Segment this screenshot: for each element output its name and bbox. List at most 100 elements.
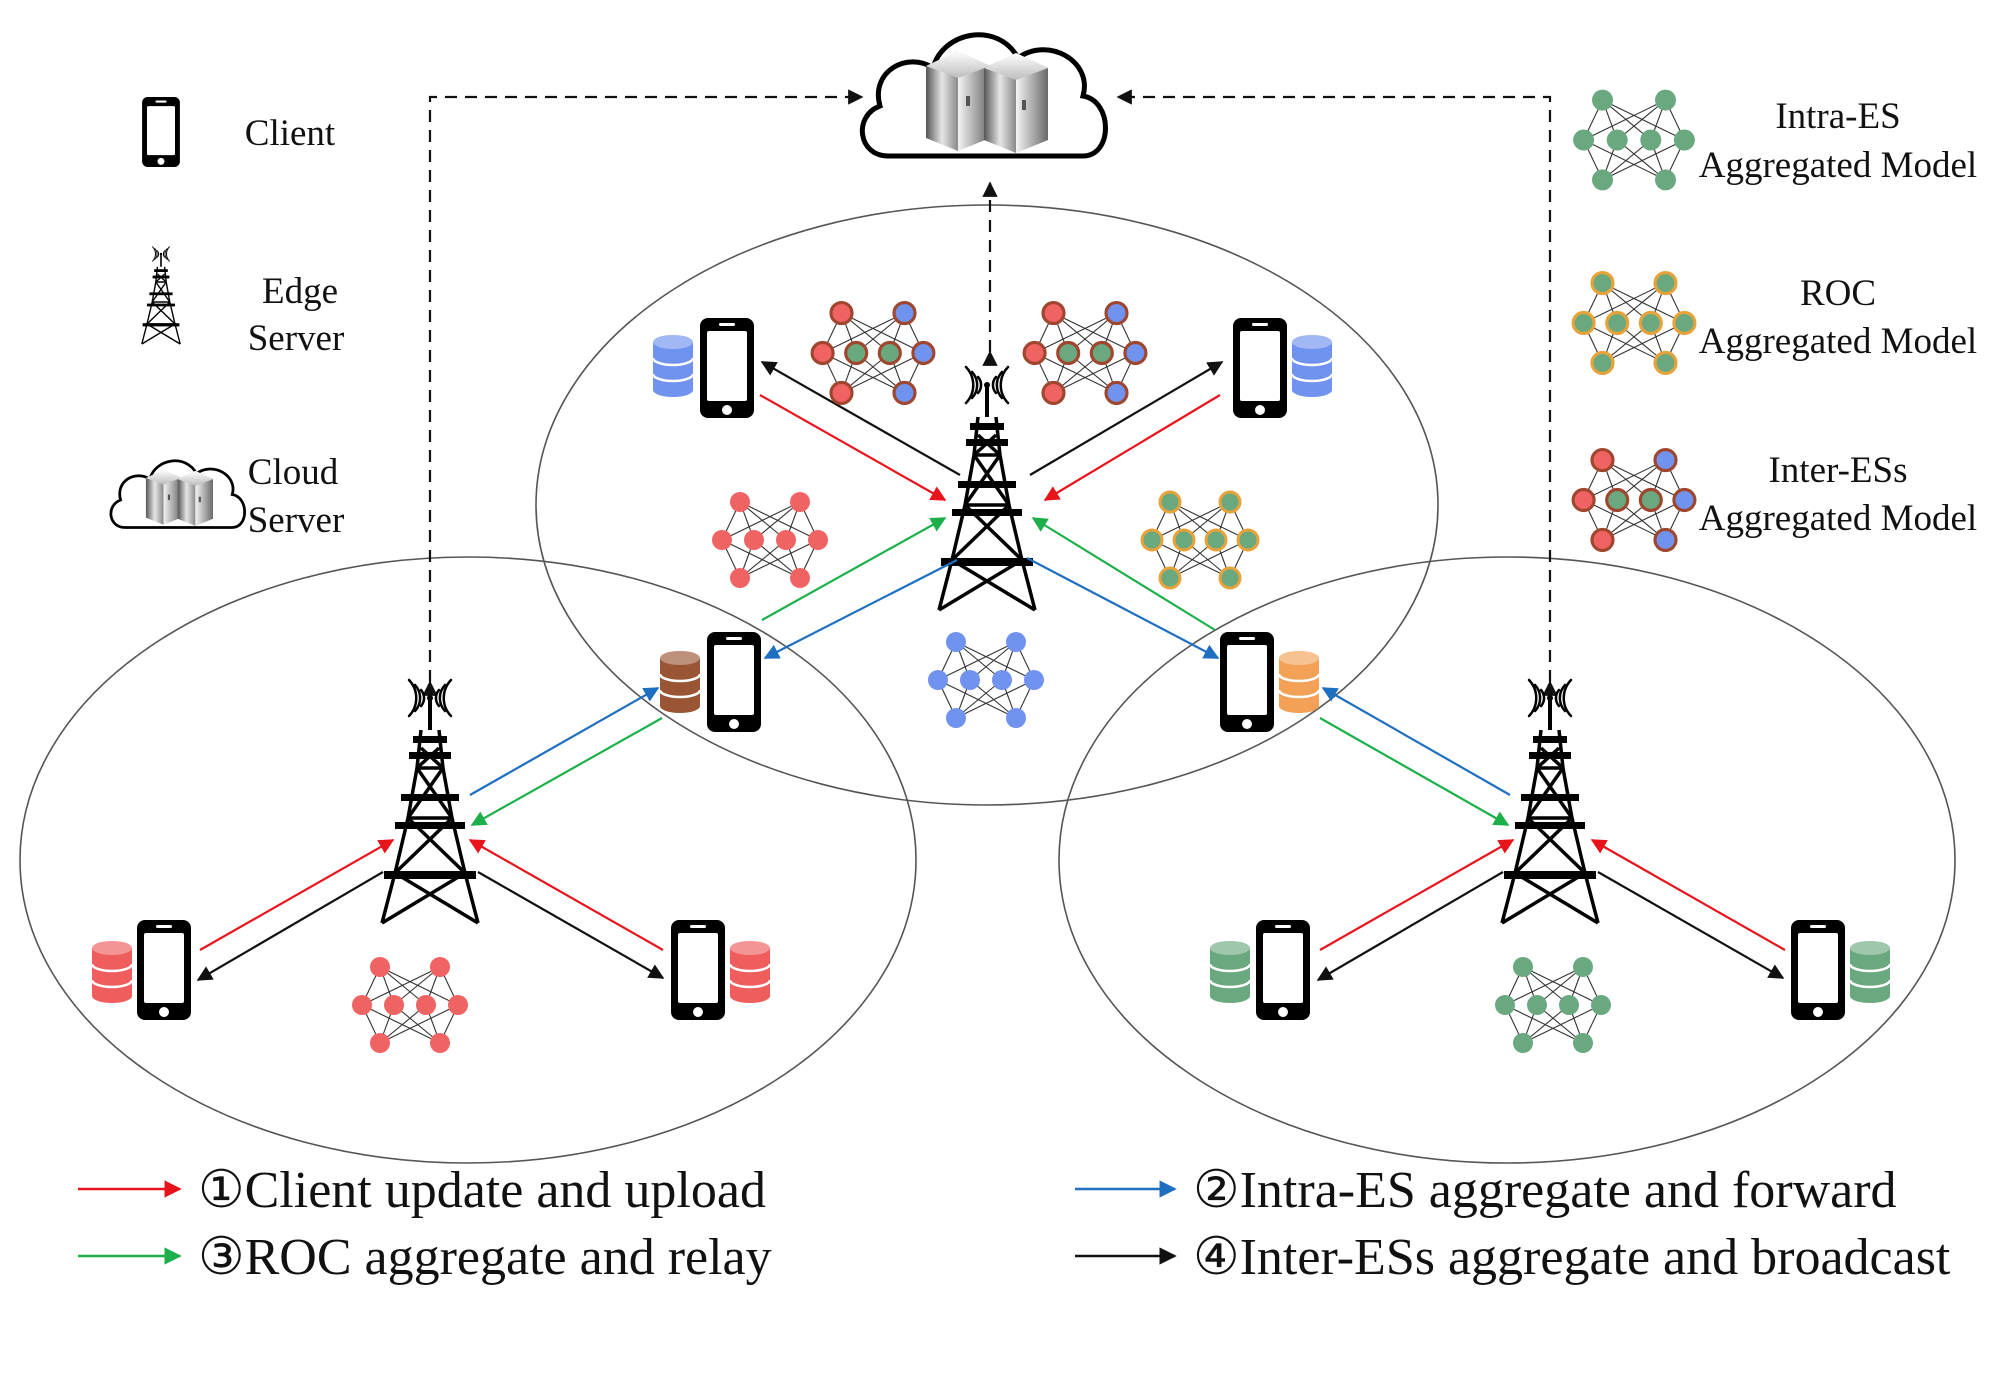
net-node [1513, 1033, 1533, 1053]
phone-icon [1256, 920, 1310, 1020]
net-node [829, 380, 854, 405]
net-node [1089, 340, 1114, 366]
net-node [1024, 670, 1044, 690]
net-node [1056, 340, 1081, 366]
net-node [1640, 129, 1662, 151]
neural-net-icon [1022, 301, 1148, 405]
net-node [1638, 310, 1663, 336]
phone-icon [1791, 920, 1845, 1020]
net-node [1527, 995, 1547, 1015]
net-node [1495, 995, 1515, 1015]
net-node [1591, 995, 1611, 1015]
net-node [1204, 528, 1228, 552]
net-node [730, 492, 750, 512]
net-node [892, 380, 917, 405]
neural-net-icon [810, 301, 936, 405]
phone-icon [707, 632, 761, 732]
net-node [1104, 301, 1129, 326]
net-node [1653, 271, 1678, 296]
net-node [844, 340, 869, 366]
net-node [877, 340, 902, 366]
step-1-label: ①Client update and upload [198, 1162, 766, 1219]
net-node [946, 708, 966, 728]
net-node [1605, 310, 1630, 336]
net-node [1172, 528, 1196, 552]
net-node [1638, 487, 1663, 513]
net-node [416, 995, 436, 1015]
net-node [1606, 129, 1628, 151]
net-node [352, 995, 372, 1015]
flow-arrows [196, 361, 1786, 981]
net-node [1571, 310, 1596, 336]
cloud-links [422, 89, 1558, 696]
legend-cloud-line2: Server [248, 500, 345, 541]
step-2-label: ②Intra-ES aggregate and forward [1193, 1162, 1897, 1219]
net-node [946, 632, 966, 652]
net-node [1218, 490, 1242, 514]
net-node [992, 670, 1012, 690]
net-node [1592, 169, 1613, 191]
net-node [911, 340, 936, 366]
net-node [370, 957, 390, 977]
net-node [1236, 528, 1260, 552]
tower-icon [380, 678, 480, 925]
tower-icon [1500, 678, 1600, 925]
net-node [430, 957, 450, 977]
databases [90, 333, 1892, 1005]
net-node [808, 530, 828, 550]
phone-icon [142, 97, 180, 167]
net-node [712, 530, 732, 550]
net-node [1571, 487, 1596, 513]
legend-client: Client [245, 113, 336, 154]
net-node [790, 492, 810, 512]
neural-net-icon [1140, 490, 1260, 590]
net-node [1655, 89, 1676, 111]
step-3-label: ③ROC aggregate and relay [198, 1229, 772, 1286]
net-node [1605, 487, 1630, 513]
legend-intra-line1: Intra-ES [1775, 96, 1900, 137]
neural-net-icon [1495, 957, 1611, 1053]
legend-inter-line1: Inter-ESs [1768, 450, 1907, 491]
coverage-left [19, 556, 917, 1164]
net-node [810, 340, 835, 366]
database-icon [90, 939, 134, 1005]
phone-icon [1220, 632, 1274, 732]
net-node [1590, 271, 1615, 296]
net-node [1158, 566, 1182, 590]
net-node [1123, 340, 1148, 366]
net-node [776, 530, 796, 550]
net-node [430, 1033, 450, 1053]
net-node [1513, 957, 1533, 977]
legend-cloud-line1: Cloud [248, 452, 339, 493]
phone-icon [1233, 318, 1287, 418]
cloud-server-icon [109, 459, 247, 529]
net-node [1041, 380, 1066, 405]
net-node [1592, 89, 1613, 111]
neural-nets [352, 89, 1697, 1053]
step-legend-arrows [78, 1180, 1177, 1265]
net-node [1655, 169, 1676, 191]
step-4-label: ④Inter-ESs aggregate and broadcast [1193, 1229, 1951, 1286]
net-node [744, 530, 764, 550]
net-node [1006, 708, 1026, 728]
net-node [370, 1033, 390, 1053]
net-node [1590, 448, 1615, 473]
neural-net-icon [1571, 448, 1697, 552]
neural-net-icon [712, 492, 828, 588]
net-node [1573, 957, 1593, 977]
phone-icon [137, 920, 191, 1020]
net-node [1104, 380, 1129, 405]
database-icon [728, 939, 772, 1005]
net-node [1653, 448, 1678, 473]
net-node [730, 568, 750, 588]
net-node [1140, 528, 1164, 552]
net-node [1653, 350, 1678, 375]
phone-icon [671, 920, 725, 1020]
net-node [1158, 490, 1182, 514]
net-node [1022, 340, 1047, 366]
net-node [892, 301, 917, 326]
net-node [1590, 350, 1615, 375]
neural-net-icon [352, 957, 468, 1053]
